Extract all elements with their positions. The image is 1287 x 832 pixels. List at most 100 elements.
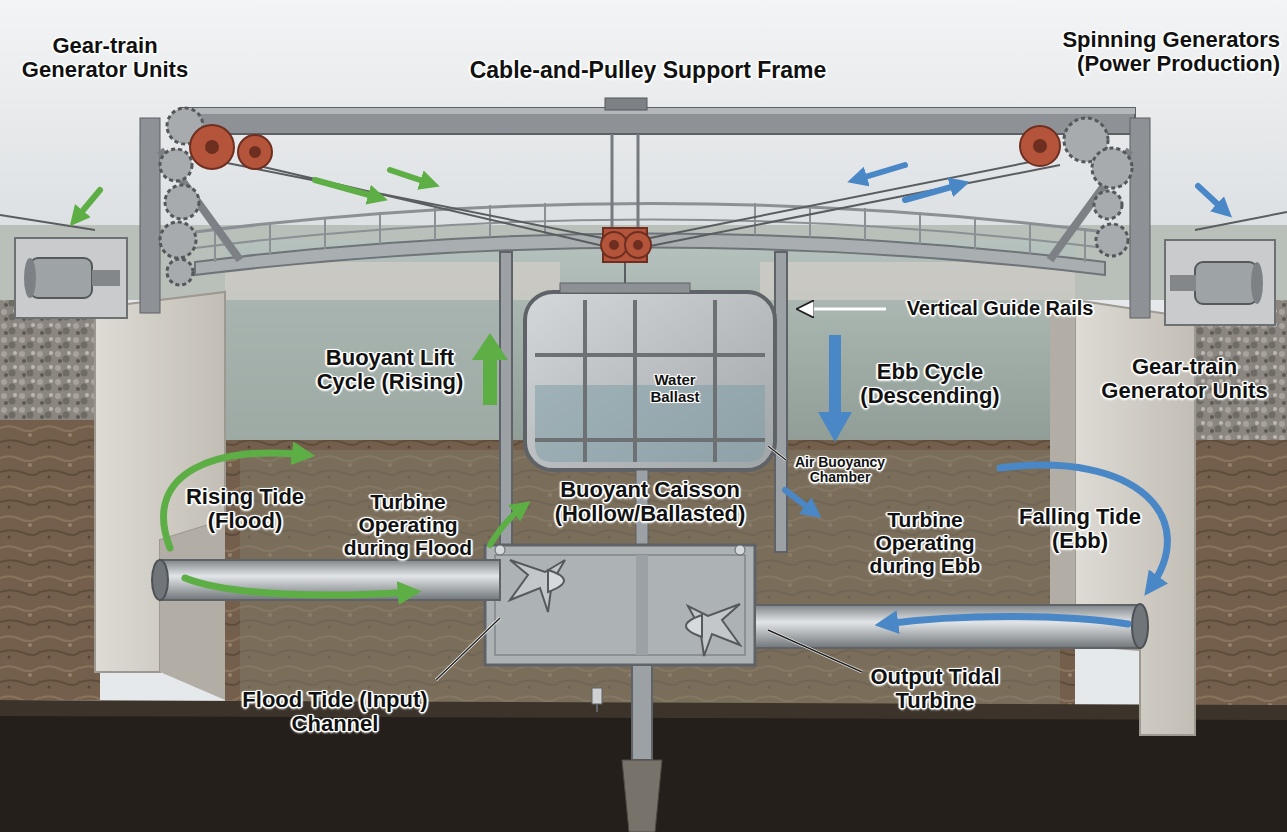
water-basin-shape	[225, 300, 500, 440]
pulleys	[190, 125, 1060, 262]
sky-ground-shape	[1190, 440, 1287, 720]
walkway-shape	[215, 203, 1085, 262]
flood-arrows-shape	[490, 506, 524, 545]
cables-shape	[212, 160, 612, 248]
gear-trains	[160, 108, 1132, 285]
callout-label: Falling Tide (Ebb)	[1010, 505, 1150, 553]
pulleys-shape	[610, 241, 618, 249]
leader-lines-shape	[768, 446, 786, 460]
callout-label: Turbine Operating during Ebb	[850, 508, 1000, 577]
flood-arrows	[75, 170, 524, 595]
callout-label: Buoyant Lift Cycle (Rising)	[308, 346, 473, 394]
generator-units-shape	[1165, 240, 1275, 325]
caisson-body-shape	[535, 385, 765, 462]
flood-arrows-shape	[390, 170, 432, 184]
concrete-walls-shape	[1050, 300, 1075, 645]
pipes-shape	[152, 560, 168, 600]
support-frame-shape	[180, 108, 1135, 134]
pipes-shape	[160, 560, 500, 600]
ebb-arrows-shape	[1000, 465, 1167, 588]
generator-units-shape	[24, 258, 36, 298]
gear-trains-shape	[1094, 191, 1122, 219]
pulleys-shape	[250, 147, 260, 157]
turbine-housing-shape	[735, 545, 745, 555]
ebb-arrows-shape	[855, 165, 905, 180]
walkway-shape	[195, 204, 1105, 233]
sky-ground-shape	[0, 420, 100, 700]
pulleys-shape	[601, 232, 627, 258]
generator-units-shape	[92, 270, 120, 286]
walkway	[195, 203, 1105, 275]
sky-ground-shape	[0, 0, 1287, 300]
turbine-housing-shape	[636, 555, 648, 655]
turbine-housing-shape	[485, 545, 755, 665]
outflow-drain	[592, 665, 662, 832]
outflow-drain-shape	[622, 760, 662, 832]
pulleys-shape	[206, 141, 218, 153]
guide-rails	[500, 252, 787, 552]
generator-units-shape	[1251, 262, 1263, 304]
callout-label: Flood Tide (Input) Channel	[228, 688, 443, 736]
flood-arrows-shape	[185, 578, 412, 595]
ebb-arrows-shape	[905, 184, 962, 200]
pulleys-shape	[1034, 140, 1046, 152]
ebb-arrows-shape	[818, 335, 852, 442]
callout-label: Spinning Generators (Power Production)	[1030, 28, 1280, 76]
generator-units-shape	[1195, 262, 1257, 304]
callout-label: Rising Tide (Flood)	[175, 485, 315, 533]
pulleys-shape	[190, 125, 234, 169]
leader-lines-shape	[768, 446, 786, 460]
callout-label: Ebb Cycle (Descending)	[848, 360, 1013, 408]
gear-trains-shape	[1092, 148, 1132, 188]
leader-lines-shape	[436, 618, 500, 680]
outflow-drain-shape	[596, 704, 598, 712]
outflow-drain-shape	[632, 665, 652, 760]
support-frame-shape	[605, 98, 647, 110]
caisson-node: Water Ballast	[525, 292, 775, 470]
flood-arrows-shape	[75, 190, 100, 220]
pulleys-shape	[1020, 126, 1060, 166]
turbines-shape	[548, 570, 564, 592]
outflow-drain-shape	[592, 688, 602, 704]
ebb-arrows-shape	[785, 490, 815, 513]
caisson-body-shape	[535, 300, 765, 462]
pipes	[152, 560, 1148, 648]
water-basin	[0, 240, 1287, 832]
pulleys-shape	[238, 135, 272, 169]
cables	[0, 160, 1287, 294]
leader-lines-shape	[800, 308, 886, 311]
callout-label: Buoyant Caisson (Hollow/Ballasted)	[538, 478, 763, 526]
pulleys-shape	[625, 232, 651, 258]
generator-units-shape	[15, 238, 127, 318]
turbine-housing-shape	[495, 555, 745, 655]
turbine-housing-shape	[495, 545, 505, 555]
turbines-shape	[510, 560, 565, 612]
support-frame-shape	[1130, 118, 1150, 318]
caisson-body-shape	[560, 283, 690, 293]
cables-shape	[640, 160, 1060, 248]
support-frame-shape	[180, 108, 1135, 114]
guide-rails-shape	[500, 252, 512, 552]
support-frame	[140, 98, 1150, 318]
pipes-shape	[755, 605, 1140, 648]
gear-trains-shape	[160, 149, 192, 181]
gear-trains-shape	[1096, 224, 1128, 256]
turbines-shape	[686, 615, 702, 637]
callout-label: Turbine Operating during Flood	[333, 490, 483, 559]
leader-lines-shape	[436, 618, 500, 680]
leader-lines-shape	[768, 630, 862, 672]
generator-units-shape	[30, 258, 92, 298]
ebb-arrows-shape	[884, 617, 1128, 625]
callout-label: Gear-train Generator Units	[8, 34, 203, 82]
support-frame-shape	[140, 118, 160, 313]
pipes-shape	[1132, 604, 1148, 648]
callout-label: Cable-and-Pulley Support Frame	[438, 58, 858, 83]
support-frame-shape	[160, 150, 1130, 260]
ebb-arrows-shape	[1198, 186, 1226, 212]
water-basin-shape	[760, 262, 1075, 300]
callout-label: Vertical Guide Rails	[885, 297, 1115, 319]
callout-label: Gear-train Generator Units	[1087, 355, 1282, 403]
pulleys-shape	[634, 241, 642, 249]
